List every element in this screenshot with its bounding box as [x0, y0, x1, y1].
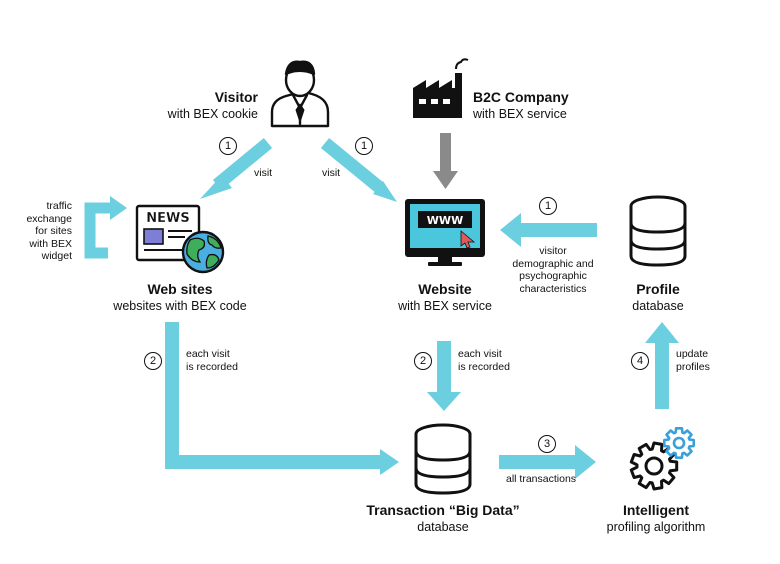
- arrow-b2c-to-website: [433, 133, 458, 189]
- step-badge-all-transactions: 3: [538, 435, 556, 453]
- visit-right-label: visit: [322, 167, 341, 179]
- traffic-exchange-line-2: exchange: [26, 212, 72, 225]
- profile-subtitle: database: [632, 299, 684, 313]
- arrow-websites-to-transaction: [165, 322, 399, 475]
- website-record-label: each visit is recorded: [458, 348, 510, 373]
- traffic-exchange-line-3: for sites: [35, 225, 72, 237]
- profile-to-website-line-1: visitor: [539, 245, 567, 257]
- arrow-transaction-to-algorithm: [499, 445, 596, 479]
- b2c-subtitle: with BEX service: [473, 107, 567, 121]
- news-icon-text: NEWS: [146, 211, 189, 226]
- arrow-profile-to-website: [500, 213, 597, 247]
- algorithm-subtitle: profiling algorithm: [606, 520, 706, 534]
- websites-record-line-1: each visit: [186, 348, 230, 360]
- gear-small-teeth: [663, 427, 695, 459]
- traffic-exchange-line-5: widget: [41, 250, 72, 262]
- profile-to-website-line-2: demographic and: [512, 257, 594, 270]
- step-badge-visit-left: 1: [219, 137, 237, 155]
- transaction-label: Transaction “Big Data” database: [338, 501, 548, 535]
- visitor-subtitle: with BEX cookie: [167, 107, 258, 121]
- update-profiles-line-2: profiles: [676, 360, 710, 373]
- gear-small-hub: [672, 436, 686, 450]
- algorithm-title: Intelligent: [622, 502, 690, 518]
- step-badge-websites-record: 2: [144, 352, 162, 370]
- websites-label: Web sites websites with BEX code: [95, 280, 265, 314]
- profile-label: Profile database: [600, 280, 716, 314]
- b2c-factory-icon: [413, 58, 469, 118]
- update-profiles-label: update profiles: [676, 348, 710, 373]
- websites-record-line-2: is recorded: [186, 360, 238, 373]
- website-label: Website with BEX service: [370, 280, 520, 314]
- profile-database-icon: [629, 195, 687, 267]
- websites-title: Web sites: [147, 281, 213, 297]
- algorithm-gears-icon: [629, 427, 695, 491]
- step-badge-profile-to-website: 1: [539, 197, 557, 215]
- transaction-database-icon: [414, 423, 472, 495]
- websites-record-label: each visit is recorded: [186, 348, 238, 373]
- profile-title: Profile: [636, 281, 680, 297]
- visit-left-label: visit: [254, 167, 273, 179]
- arrow-visit-right: [320, 137, 397, 202]
- gear-big-teeth: [629, 441, 679, 491]
- transaction-subtitle: database: [417, 520, 469, 534]
- www-icon-text: WWW: [427, 214, 463, 227]
- transaction-title: Transaction “Big Data”: [366, 502, 520, 518]
- website-monitor-icon: WWW: [405, 199, 485, 266]
- algorithm-label: Intelligent profiling algorithm: [586, 501, 726, 535]
- step-badge-update-profiles: 4: [631, 352, 649, 370]
- arrow-website-to-transaction: [427, 341, 461, 411]
- gear-big-hub: [644, 456, 664, 476]
- profile-to-website-line-3: psychographic: [519, 270, 587, 282]
- visitor-label: Visitor with BEX cookie: [168, 88, 258, 122]
- website-subtitle: with BEX service: [398, 299, 492, 313]
- b2c-label: B2C Company with BEX service: [473, 88, 569, 122]
- website-title: Website: [418, 281, 472, 297]
- update-profiles-line-1: update: [676, 348, 709, 360]
- b2c-title: B2C Company: [473, 89, 569, 105]
- website-record-line-2: is recorded: [458, 360, 510, 373]
- arrow-algorithm-to-profile: [645, 322, 679, 409]
- arrow-traffic-exchange: [84, 196, 127, 259]
- arrows: [84, 133, 679, 479]
- step-badge-website-record: 2: [414, 352, 432, 370]
- website-record-line-1: each visit: [458, 348, 502, 360]
- traffic-exchange-line-4: with BEX: [29, 237, 72, 250]
- visitor-person-icon: [270, 60, 330, 128]
- news-globe-icon: NEWS: [135, 204, 225, 274]
- websites-subtitle: websites with BEX code: [113, 299, 247, 313]
- traffic-exchange-label: traffic exchange for sites with BEX widg…: [26, 200, 72, 263]
- arrow-visit-left: [200, 137, 273, 199]
- profile-to-website-line-4: characteristics: [519, 282, 587, 295]
- visitor-title: Visitor: [214, 89, 258, 105]
- profile-to-website-label: visitor demographic and psychographic ch…: [498, 245, 608, 295]
- traffic-exchange-line-1: traffic: [46, 200, 72, 212]
- step-badge-visit-right: 1: [355, 137, 373, 155]
- all-transactions-label: all transactions: [506, 473, 577, 485]
